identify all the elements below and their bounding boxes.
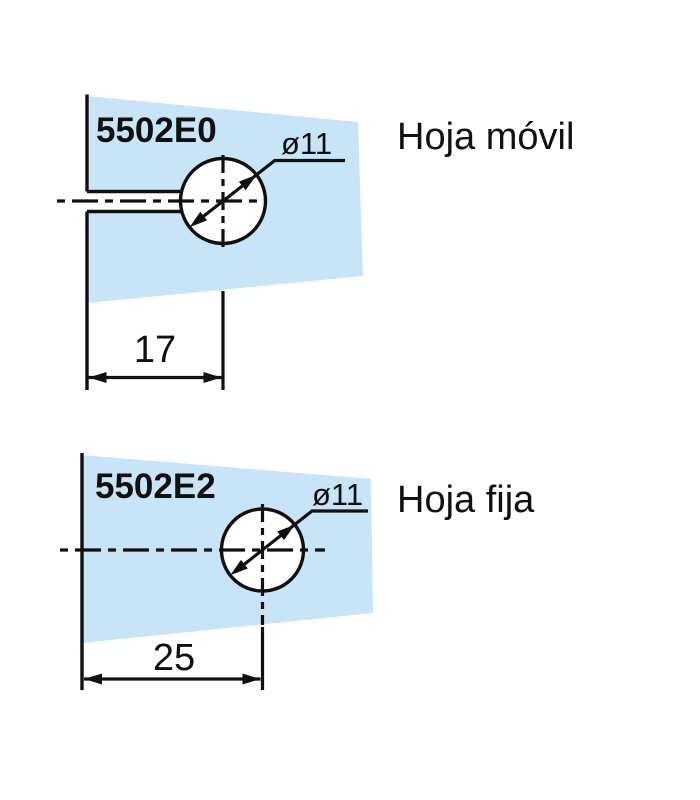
panel-name: Hoja móvil xyxy=(397,116,574,158)
dimension-label: 25 xyxy=(153,637,195,679)
product-code: 5502E2 xyxy=(95,467,216,506)
diameter-leader xyxy=(243,509,368,566)
diameter-leader xyxy=(202,158,345,218)
diameter-arrowhead-upper xyxy=(238,174,257,191)
diameter-arrowhead-upper xyxy=(277,524,295,541)
dimension-arrowhead-left xyxy=(88,372,107,383)
product-code: 5502E0 xyxy=(96,111,217,150)
diameter-arrowhead-lower xyxy=(230,559,248,576)
dimension-arrowhead-left xyxy=(84,673,102,685)
dimension-arrowhead-right xyxy=(242,673,261,685)
diameter-label: ø11 xyxy=(312,477,363,512)
diameter-label: ø11 xyxy=(281,126,332,161)
dimension-label: 17 xyxy=(134,329,176,371)
diameter-arrowhead-lower xyxy=(189,211,208,228)
diagram-hoja-fija: ø11 25 5502E2 Hoja fija xyxy=(60,453,535,690)
dimension-arrowhead-right xyxy=(203,372,222,383)
diagram-hoja-movil: ø11 17 5502E0 Hoja móvil xyxy=(57,94,574,390)
panel-name: Hoja fija xyxy=(397,479,535,521)
